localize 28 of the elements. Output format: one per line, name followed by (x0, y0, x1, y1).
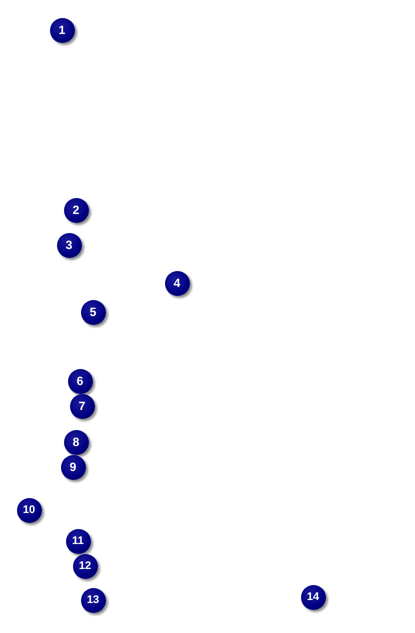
callout-number: 11 (72, 536, 84, 546)
callout-number: 13 (86, 594, 100, 606)
callout-circle (164, 270, 190, 296)
callout-number: 7 (78, 400, 86, 412)
callout-circle (64, 430, 88, 454)
callout-circle (80, 588, 106, 612)
callout-number: 9 (70, 461, 76, 473)
callout-number: 10 (22, 504, 36, 516)
callout-circle (56, 232, 82, 258)
callout-circle (300, 584, 326, 610)
callout-number: 12 (78, 560, 92, 572)
callout-circle (64, 198, 88, 222)
callout-number: 1 (58, 24, 66, 36)
callout-circle (50, 18, 74, 42)
callout-circle (66, 528, 90, 554)
callout-circle (80, 300, 106, 324)
callout-circle (16, 498, 42, 522)
callout-number: 8 (72, 436, 80, 448)
callout-number: 6 (76, 375, 84, 387)
callout-number: 4 (174, 277, 180, 289)
callout-circle (72, 554, 98, 578)
callout-number: 5 (90, 306, 96, 318)
callout-number: 3 (66, 239, 72, 251)
callout-circle (68, 368, 92, 394)
callout-number: 14 (306, 592, 320, 602)
callout-number: 2 (72, 204, 80, 216)
callout-circle (60, 454, 86, 480)
callout-circle (70, 394, 94, 418)
